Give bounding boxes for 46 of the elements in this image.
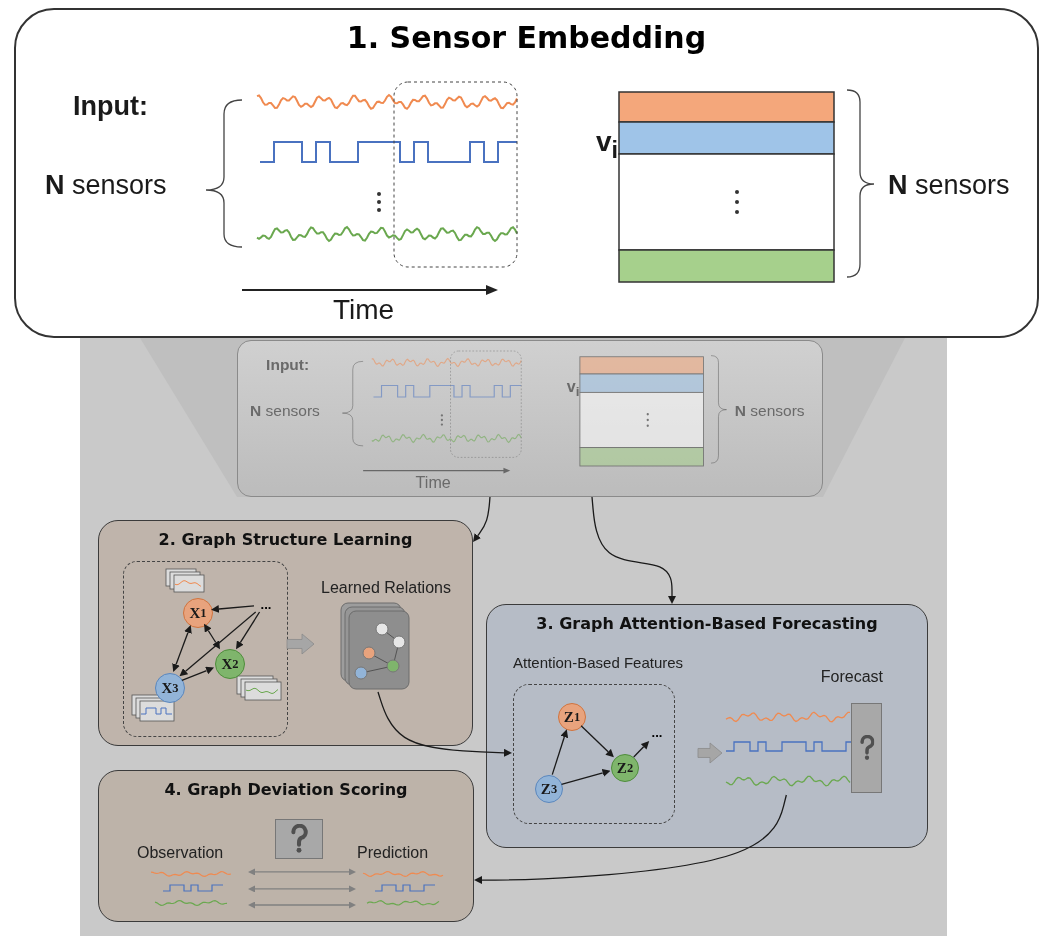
- panel-label: N sensors: [45, 172, 167, 199]
- panel-label: N sensors: [734, 402, 805, 419]
- arrow: [580, 725, 614, 758]
- panel-label: N sensors: [888, 172, 1010, 199]
- ellipsis: ...: [648, 728, 666, 742]
- block-arrow: [286, 633, 315, 655]
- group-heading: Forecast: [820, 668, 883, 686]
- arrow: [474, 794, 787, 885]
- stage-title: 4. Graph Deviation Scoring: [163, 780, 409, 799]
- arrow: [210, 605, 255, 613]
- arrow: [591, 496, 676, 604]
- dashed-group-box: [123, 561, 288, 737]
- panel-label: v$_{i}$: [596, 128, 619, 162]
- arrow: [203, 623, 221, 650]
- panel-title: 1. Sensor Embedding: [345, 20, 708, 55]
- arrow: [248, 885, 356, 893]
- axis-label: Time: [415, 474, 451, 491]
- stage-panel: [486, 604, 928, 848]
- stage-panel: [98, 770, 474, 922]
- arrow: [633, 741, 650, 758]
- series-heading: Prediction: [357, 844, 429, 862]
- ellipsis: ...: [256, 600, 276, 614]
- panel-label: N sensors: [250, 402, 320, 419]
- arrow: [172, 625, 192, 672]
- arrow: [248, 868, 356, 876]
- arrow: [551, 729, 569, 776]
- callout-panel: [14, 8, 1039, 338]
- stage-panel: [98, 520, 473, 746]
- arrow: [560, 769, 611, 785]
- stage-title: 2. Graph Structure Learning: [157, 530, 414, 549]
- block-arrow: [697, 742, 723, 764]
- panel-label: Input:: [266, 357, 310, 373]
- series-heading: Observation: [137, 844, 224, 862]
- panel-label: v$_{i}$: [566, 377, 580, 399]
- arrow: [473, 496, 491, 542]
- panel-label: Input:: [73, 93, 148, 120]
- group-heading: Learned Relations: [320, 579, 452, 597]
- axis-label: Time: [333, 296, 395, 324]
- arrow: [236, 611, 261, 650]
- arrow: [179, 611, 257, 677]
- arrow: [377, 691, 512, 757]
- stage-title: 3. Graph Attention-Based Forecasting: [535, 614, 879, 633]
- arrow: [248, 901, 356, 909]
- embedding-preview-panel: [237, 340, 823, 497]
- group-heading: Attention-Based Features: [513, 654, 684, 671]
- arrow: [181, 666, 215, 682]
